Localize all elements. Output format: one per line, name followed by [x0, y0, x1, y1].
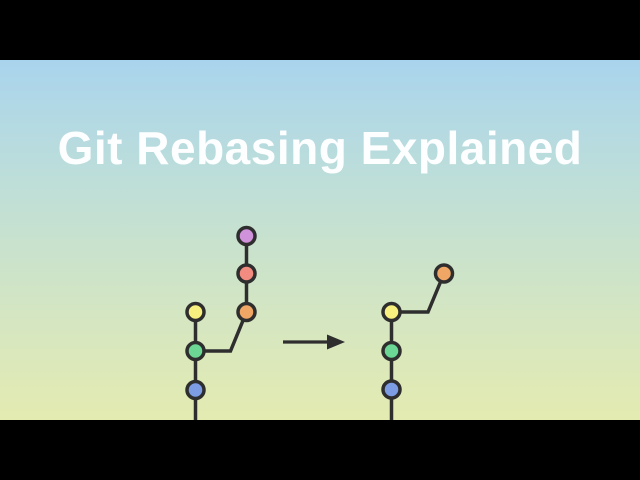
after-rebase-commit-blue	[381, 379, 402, 400]
after-rebase-commit-yellow	[381, 301, 402, 323]
before-rebase-commit-yellow	[185, 301, 206, 323]
letterbox-top	[0, 0, 640, 60]
gradient-background	[0, 60, 640, 420]
letterbox-bottom	[0, 420, 640, 480]
after-rebase-commit-orange	[433, 263, 455, 284]
before-rebase-commit-purple	[236, 225, 257, 247]
before-rebase-commit-orange	[236, 301, 257, 323]
before-rebase-commit-green	[185, 340, 206, 362]
after-rebase-commit-green	[381, 340, 402, 362]
rebase-arrow-head	[327, 334, 345, 350]
page-title: Git Rebasing Explained	[57, 122, 583, 174]
before-rebase-branch-connector	[195, 311, 249, 353]
before-rebase-commit-red	[236, 263, 257, 284]
after-rebase-rebase-connector	[391, 272, 446, 314]
before-rebase-commit-blue	[185, 379, 206, 401]
